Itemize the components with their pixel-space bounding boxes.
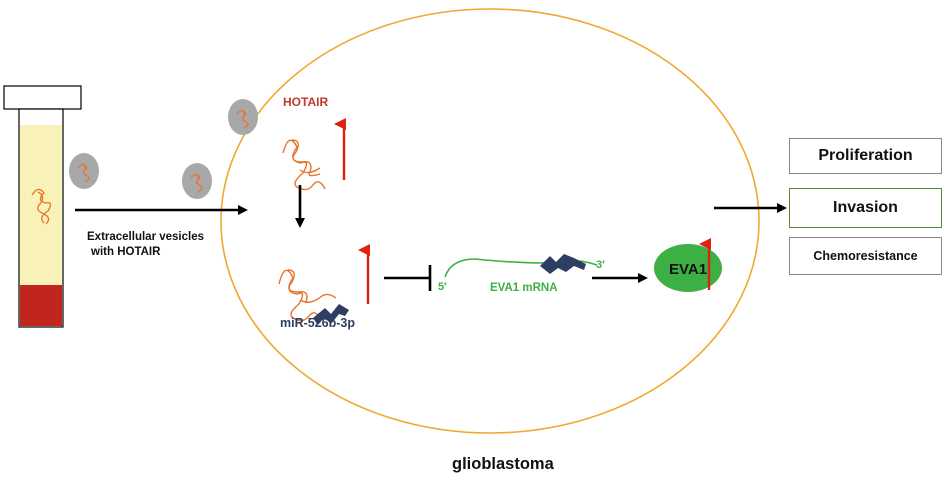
five-prime-label: 5′: [438, 281, 447, 293]
cell-membrane: [220, 8, 760, 434]
outcome-chemoresistance: Chemoresistance: [789, 237, 942, 275]
eva1-protein: [654, 244, 722, 292]
outcome-label: Chemoresistance: [813, 249, 918, 263]
rna-strand-icon: [278, 269, 337, 322]
vesicle-icon: [182, 163, 212, 199]
vesicles-label-line2: with HOTAIR: [90, 246, 161, 258]
rna-strand-icon: [282, 139, 326, 191]
outcome-invasion: Invasion: [789, 188, 942, 228]
vesicle-icon: [228, 99, 258, 135]
cell-type-label: glioblastoma: [452, 455, 555, 473]
eva1-label: EVA1: [669, 261, 707, 278]
inhibition-icon: [384, 265, 432, 291]
outcome-proliferation: Proliferation: [789, 138, 942, 174]
eva1-mrna-label: EVA1 mRNA: [490, 282, 558, 294]
blood-tube-icon: [3, 85, 82, 328]
mir-label: miR-526b-3p: [280, 316, 355, 330]
mirna-icon: [313, 304, 349, 324]
mirna-icon: [540, 254, 586, 274]
vesicles-label-line1: Extracellular vesicles: [87, 231, 204, 243]
vesicle-icon: [69, 153, 99, 189]
hotair-label: HOTAIR: [283, 95, 328, 109]
three-prime-label: 3′: [596, 259, 605, 271]
outcome-label: Proliferation: [818, 147, 913, 164]
outcome-label: Invasion: [833, 199, 898, 216]
